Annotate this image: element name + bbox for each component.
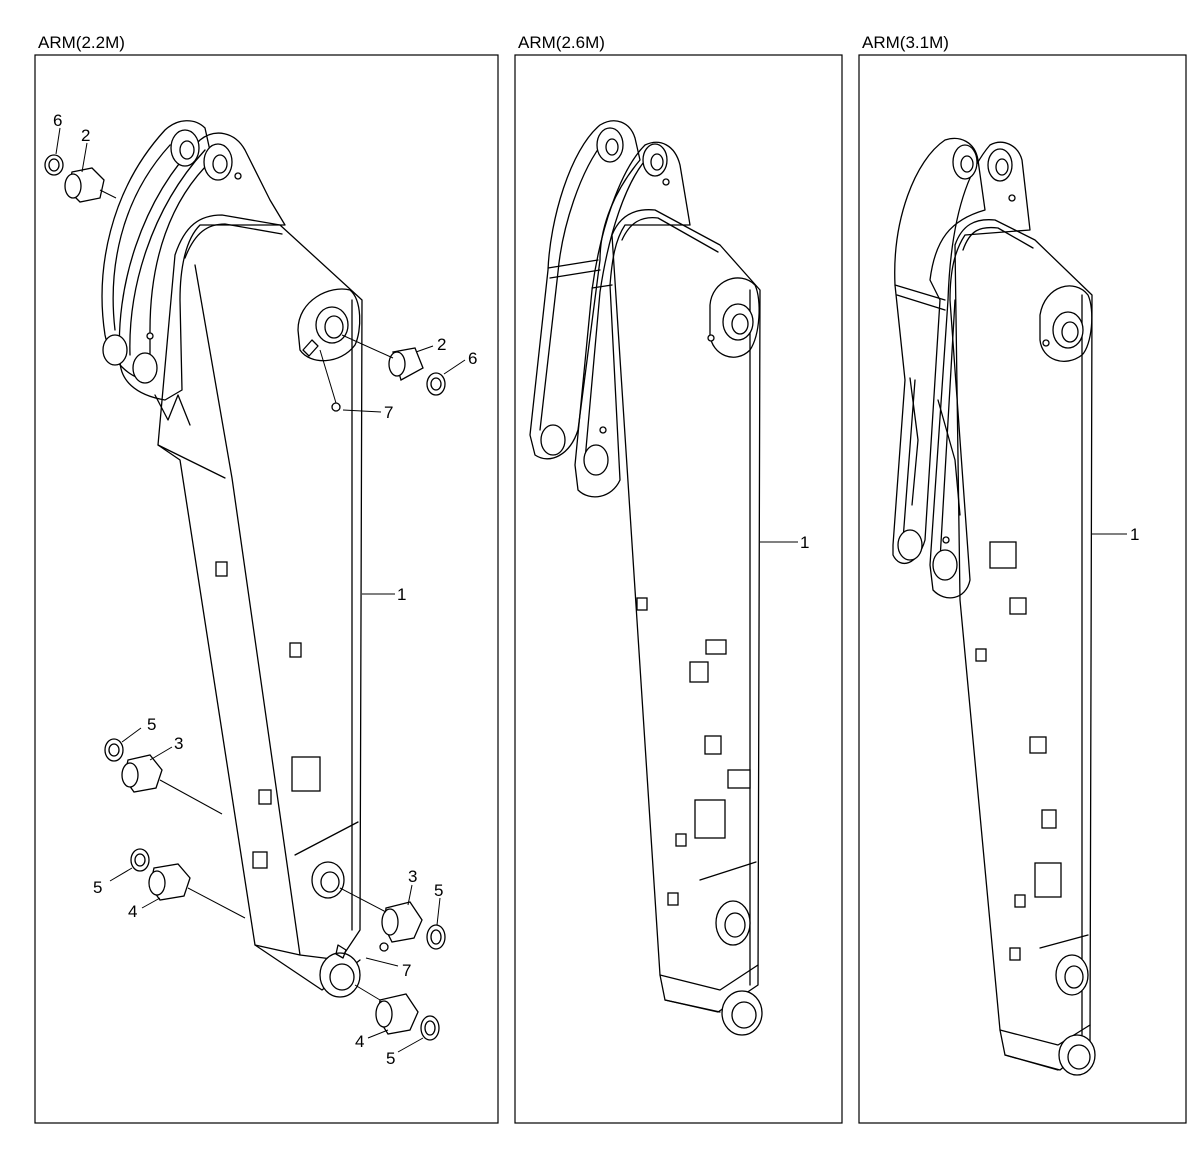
callout-6: 6 (468, 349, 477, 368)
callout-7: 7 (384, 403, 393, 422)
callout-3: 3 (408, 867, 417, 886)
panel-title-arm-3-1m: ARM(3.1M) (862, 33, 949, 52)
callout-3: 3 (174, 734, 183, 753)
panel-frame-arm-2-2m (34, 54, 499, 1124)
callout-1: 1 (397, 585, 406, 604)
callout-5: 5 (147, 715, 156, 734)
callout-2: 2 (81, 126, 90, 145)
callout-6: 6 (53, 111, 62, 130)
callout-1: 1 (800, 533, 809, 552)
callout-5: 5 (434, 881, 443, 900)
panel-title-arm-2-6m: ARM(2.6M) (518, 33, 605, 52)
callout-1: 1 (1130, 525, 1139, 544)
callout-2: 2 (437, 335, 446, 354)
callout-5: 5 (93, 878, 102, 897)
callout-4: 4 (128, 902, 137, 921)
callout-7: 7 (402, 961, 411, 980)
arm-2-2m-drawing: 6 2 2 6 7 1 5 3 5 4 3 5 7 4 5 (44, 111, 477, 1068)
panel-title-arm-2-2m: ARM(2.2M) (38, 33, 125, 52)
panel-frame-arm-2-6m (514, 54, 843, 1124)
panel-frame-arm-3-1m (858, 54, 1187, 1124)
arm-3-1m-drawing: 1 (892, 137, 1139, 1076)
callout-4: 4 (355, 1032, 364, 1051)
callout-5: 5 (386, 1049, 395, 1068)
arm-2-6m-drawing: 1 (529, 120, 809, 1036)
